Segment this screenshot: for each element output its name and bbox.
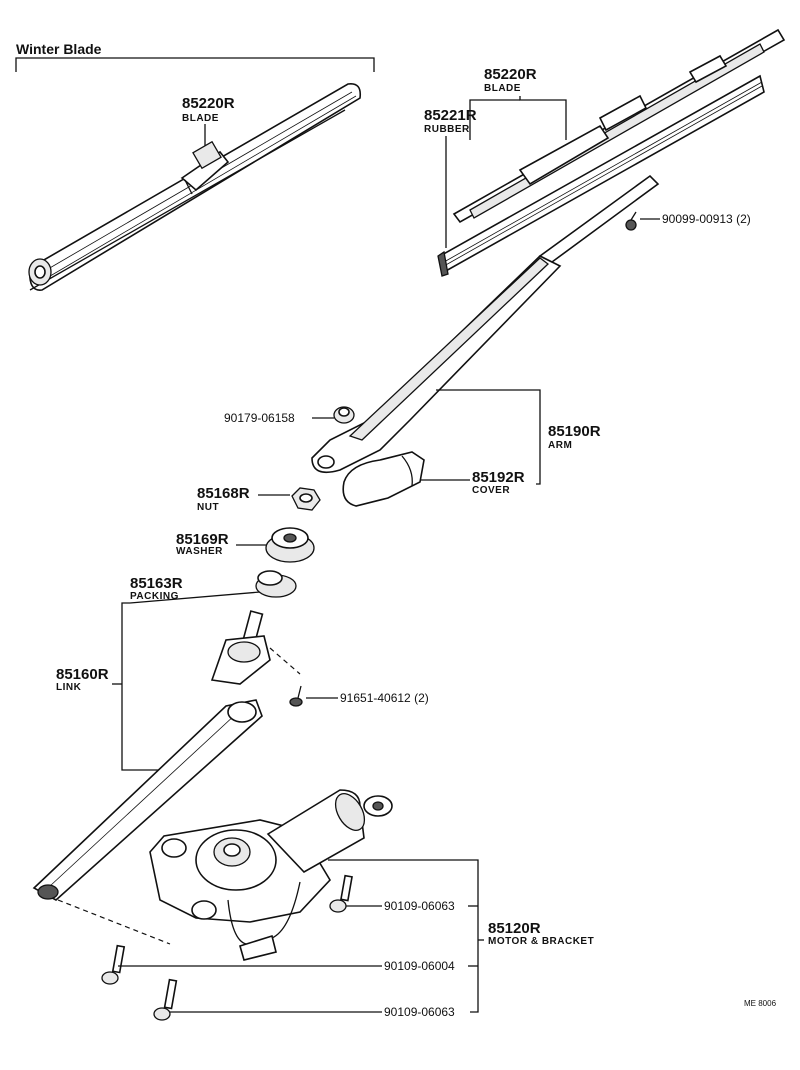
pivot-hardware-group: 85168R NUT 85169R WASHER 85163R PACKING: [129, 485, 321, 604]
link-group: 85160R LINK 91651-40612 (2): [32, 602, 429, 901]
motor-group: 90109-06063 90109-06004 90109-06063 8512…: [57, 789, 594, 1021]
screw-top-part-number: 90099-00913 (2): [662, 212, 751, 226]
arm-illustration: [311, 174, 660, 474]
arm-part-number: 85190R: [548, 423, 601, 440]
link-bolt-part-number: 91651-40612 (2): [340, 691, 429, 705]
winter-blade-illustration: [28, 82, 362, 291]
packing-part-number: 85163R: [130, 575, 183, 592]
screw-top-illustration: [625, 211, 637, 231]
arm-nut-illustration: [333, 406, 355, 424]
blade-illustration: [437, 28, 786, 277]
bolt-c-illustration: [153, 978, 178, 1021]
bolt-a-illustration: [329, 874, 353, 913]
link-illustration: [32, 610, 271, 901]
blade-description: BLADE: [484, 83, 521, 94]
bolt-a-part-number: 90109-06063: [384, 899, 455, 913]
washer-illustration: [265, 527, 315, 563]
nut-illustration: [291, 487, 321, 511]
cover-illustration: [342, 451, 425, 507]
washer-part-number: 85169R: [176, 531, 229, 548]
motor-illustration: [149, 789, 393, 961]
packing-illustration: [255, 570, 297, 598]
motor-description: MOTOR & BRACKET: [488, 936, 594, 947]
blade-rubber-group: 85220R BLADE 85221R RUBBER 90099-00913 (…: [424, 28, 786, 277]
figure-code: ME 8006: [744, 999, 777, 1008]
arm-nut-part-number: 90179-06158: [224, 411, 295, 425]
arm-description: ARM: [548, 440, 572, 451]
nut-description: NUT: [197, 502, 219, 513]
blade-part-number: 85220R: [484, 66, 537, 83]
winter-blade-title: Winter Blade: [16, 41, 102, 57]
winter-blade-part-number: 85220R: [182, 95, 235, 112]
winter-blade-group: Winter Blade 85220R BLADE: [15, 41, 375, 291]
link-description: LINK: [56, 682, 82, 693]
link-part-number: 85160R: [56, 666, 109, 683]
washer-description: WASHER: [176, 546, 223, 557]
winter-blade-description: BLADE: [182, 113, 219, 124]
bolt-b-illustration: [101, 944, 126, 985]
arm-group: 90179-06158 85190R ARM 85192R COVER: [224, 174, 660, 507]
cover-part-number: 85192R: [472, 469, 525, 486]
nut-part-number: 85168R: [197, 485, 250, 502]
bolt-c-part-number: 90109-06063: [384, 1005, 455, 1019]
motor-part-number: 85120R: [488, 920, 541, 937]
cover-description: COVER: [472, 485, 510, 496]
rubber-part-number: 85221R: [424, 107, 477, 124]
rubber-description: RUBBER: [424, 124, 470, 135]
packing-description: PACKING: [130, 591, 179, 602]
link-bolt-illustration: [289, 685, 303, 707]
bolt-b-part-number: 90109-06004: [384, 959, 455, 973]
